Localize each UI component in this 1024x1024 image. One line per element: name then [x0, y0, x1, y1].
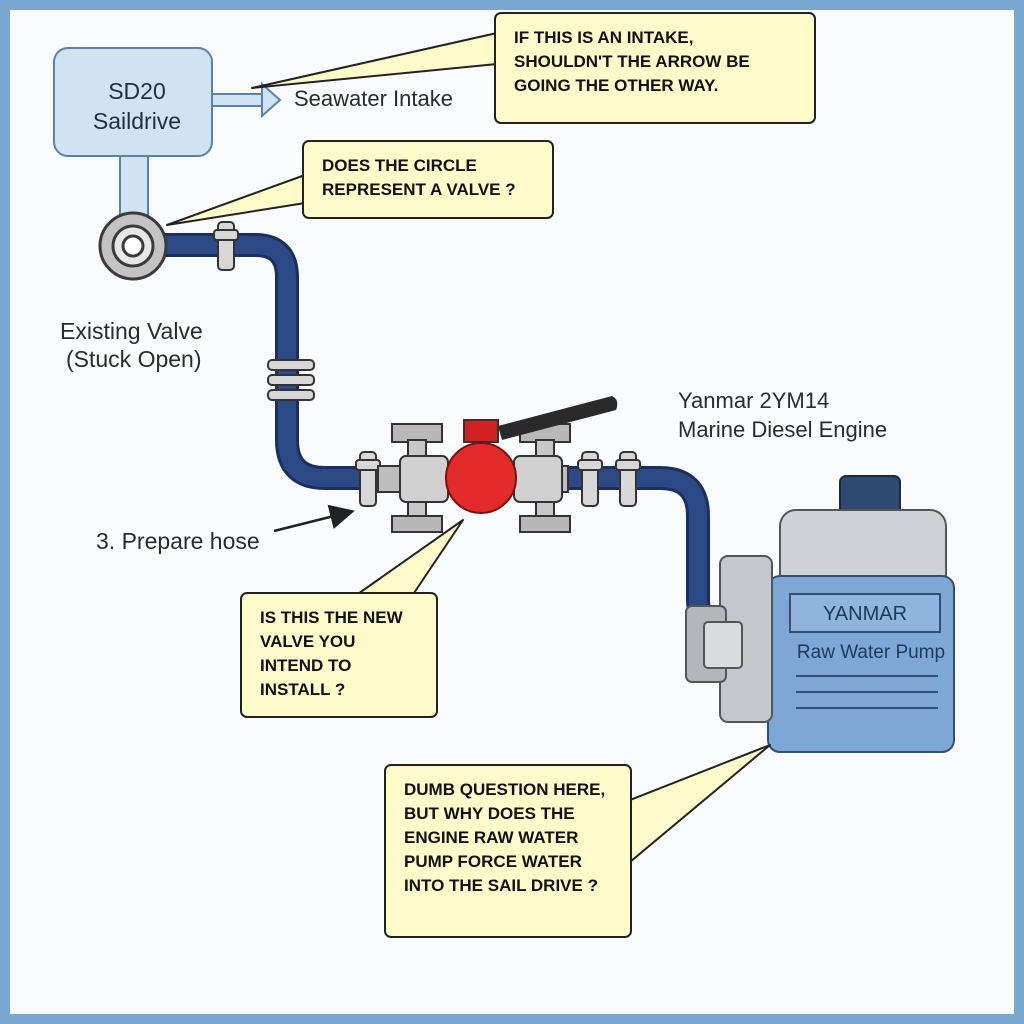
- saildrive-label: SD20 Saildrive: [72, 76, 202, 136]
- valve-lever-handle: [498, 396, 618, 440]
- note-circle-valve: DOES THE CIRCLE REPRESENT A VALVE ?: [302, 140, 554, 219]
- diagram-canvas: SD20 Saildrive Seawater Intake Existing …: [10, 10, 1014, 1014]
- note-arrow-direction-tail: [251, 32, 498, 89]
- hose-clamp-right-2: [615, 451, 641, 507]
- pump-name: Raw Water Pump: [796, 642, 946, 663]
- plumbing-diagram: [53, 32, 955, 863]
- note-arrow-direction: IF THIS IS AN INTAKE, SHOULDN'T THE ARRO…: [494, 12, 816, 124]
- raw-water-pump: [685, 475, 955, 753]
- note-new-valve: IS THIS THE NEW VALVE YOU INTEND TO INST…: [240, 592, 438, 718]
- new-ball-valve: [377, 396, 618, 533]
- hose-upper: [151, 236, 387, 487]
- existing-valve-label-line2: (Stuck Open): [66, 346, 202, 372]
- hose-clamp-top: [213, 221, 239, 271]
- engine-label-line1: Yanmar 2YM14: [678, 388, 830, 413]
- hose-clamp-right-1: [577, 451, 603, 507]
- note-circle-valve-tail: [166, 174, 306, 226]
- engine-label-line2: Marine Diesel Engine: [678, 417, 888, 442]
- prepare-hose-label: 3. Prepare hose: [96, 528, 260, 554]
- saildrive-model: SD20: [108, 78, 166, 104]
- note-pump-question: DUMB QUESTION HERE, BUT WHY DOES THE ENG…: [384, 764, 632, 938]
- prepare-hose-arrow: [273, 504, 355, 533]
- existing-valve-label-line1: Existing Valve: [60, 318, 203, 344]
- seawater-intake-label: Seawater Intake: [294, 86, 453, 111]
- saildrive-name: Saildrive: [92, 108, 182, 134]
- hose-clamp-left: [355, 451, 381, 507]
- pump-brand: YANMAR: [822, 603, 908, 625]
- existing-valve: [98, 211, 168, 281]
- intake-arrow-head: [261, 81, 282, 119]
- hose-clamp-vertical: [267, 359, 315, 401]
- intake-arrow-shaft: [211, 93, 265, 107]
- note-pump-question-tail: [629, 744, 771, 863]
